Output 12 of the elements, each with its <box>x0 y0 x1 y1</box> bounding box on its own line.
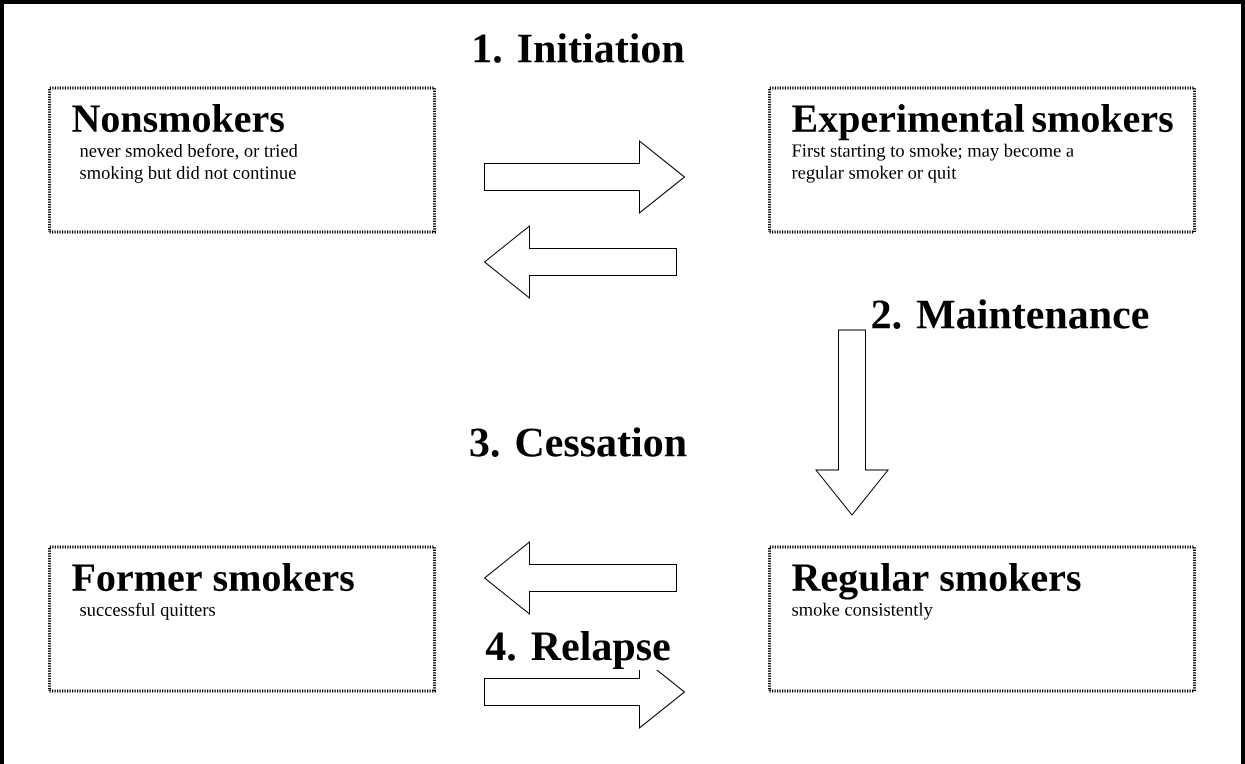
block-arrow <box>484 541 677 615</box>
stage-box: Regular smokers smoke consistently <box>768 545 1196 693</box>
block-arrow <box>815 329 889 516</box>
stage-box: Nonsmokers never smoked before, or tried smoking but did not continue <box>48 86 436 234</box>
stage-box: Former smokers successful quitters <box>48 545 436 693</box>
edge-label: 2. Maintenance <box>869 298 1151 330</box>
stage-box: Experimental smokers First starting to smoke; may become a regular smoker or quit <box>768 86 1196 234</box>
edge-label: 3. Cessation <box>467 426 689 458</box>
block-arrow <box>484 140 685 214</box>
edge-label: 4. Relapse <box>484 629 672 671</box>
edge-label: 1. Initiation <box>470 32 686 64</box>
block-arrow <box>484 225 677 299</box>
